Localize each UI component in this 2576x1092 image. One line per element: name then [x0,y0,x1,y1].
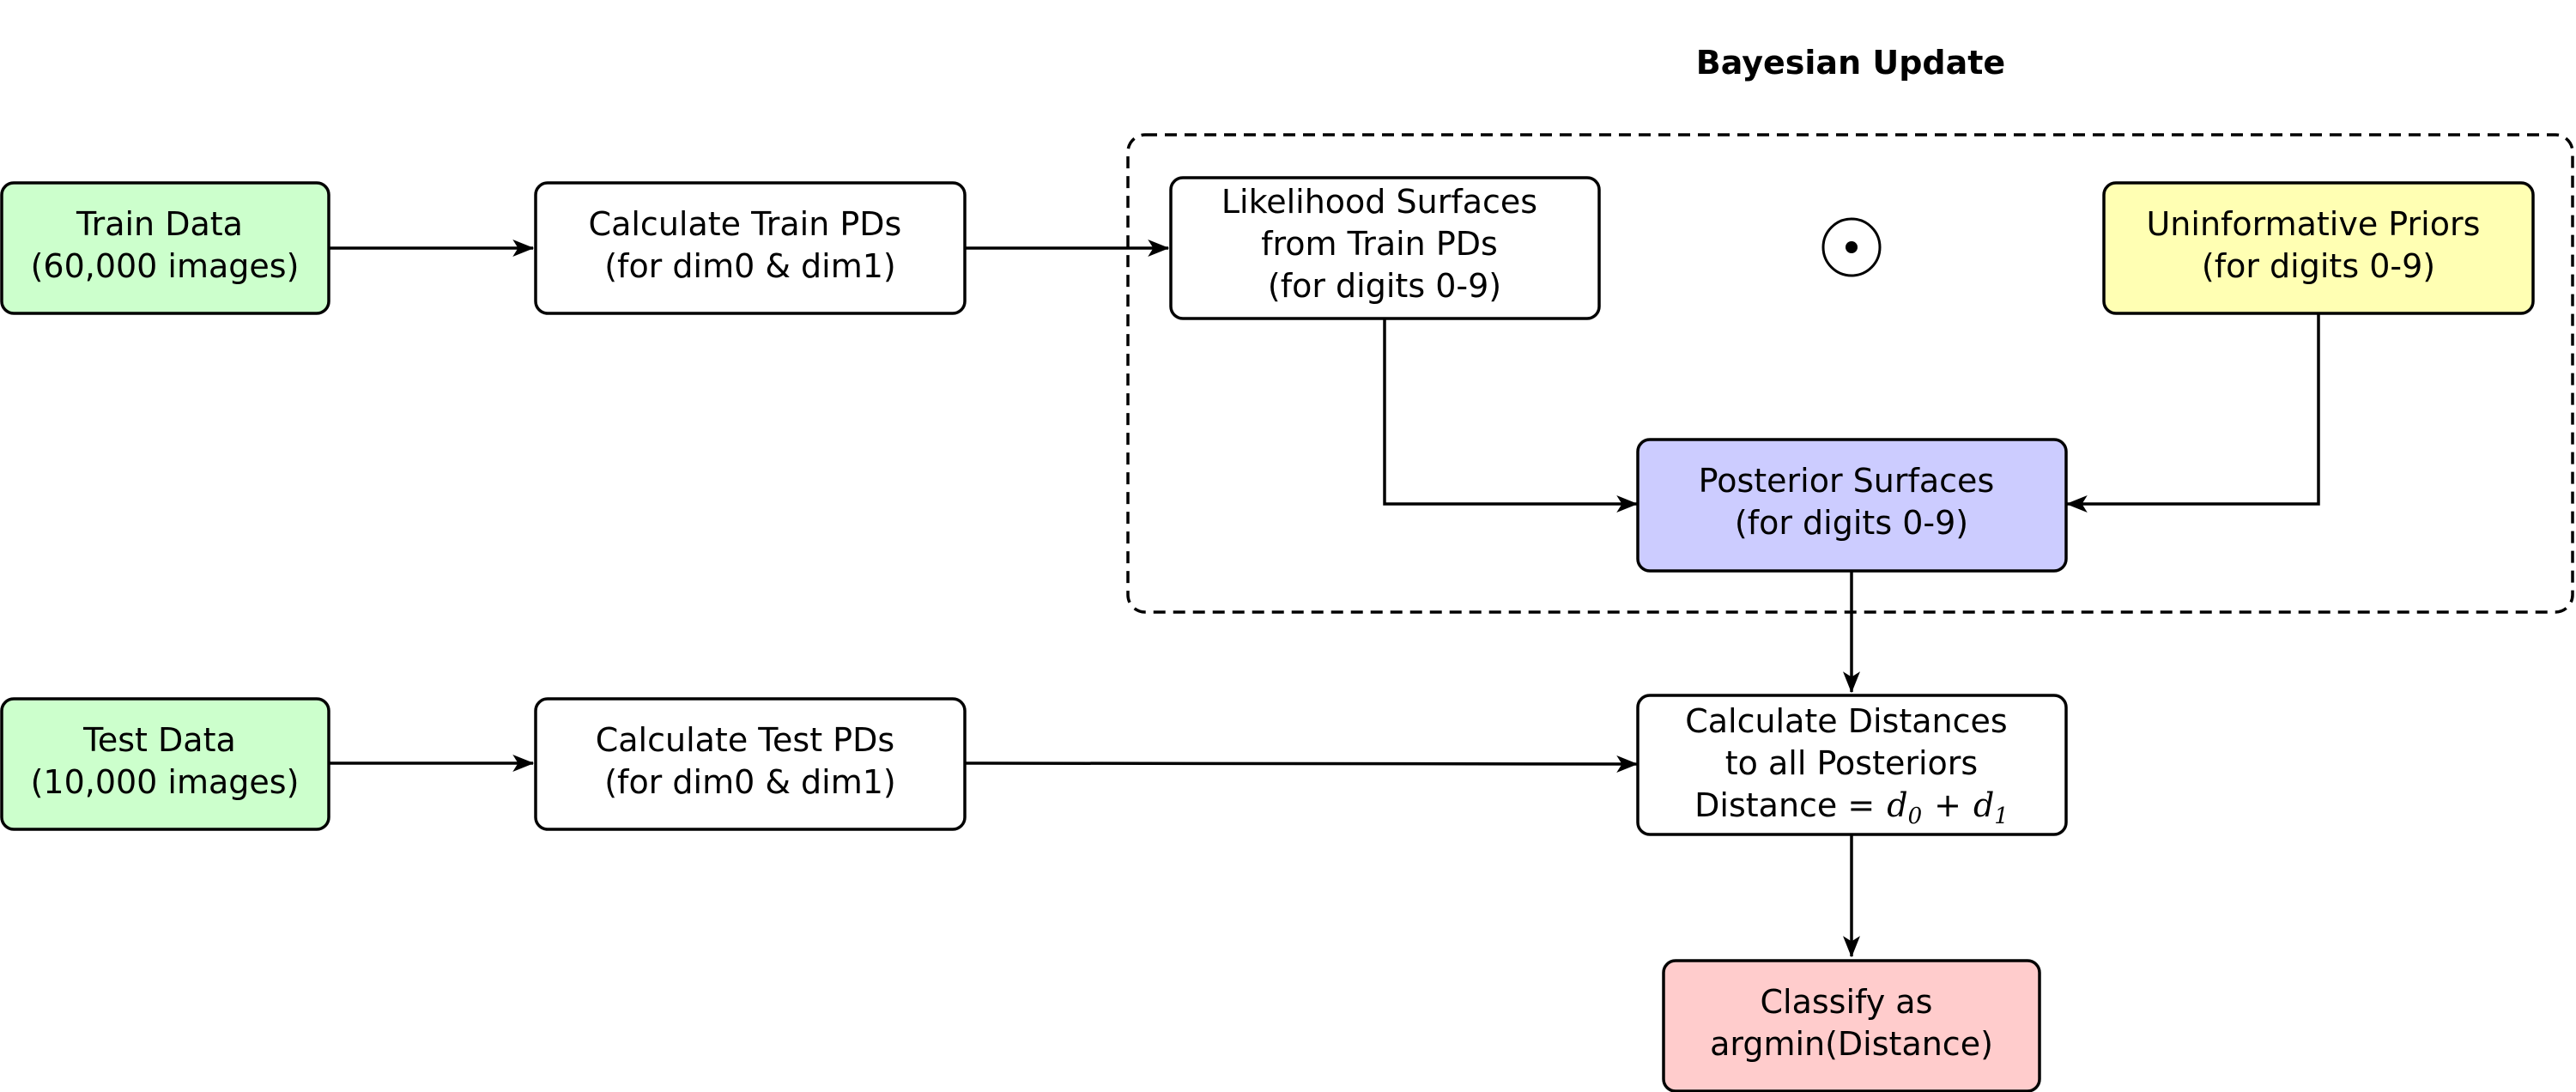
edge-likelihood-to-posterior [1383,318,1639,513]
node-calc-train-line1: Calculate Train PDs [589,205,902,243]
node-priors-line1: Uninformative Priors [2146,205,2480,243]
edges [329,240,2320,958]
svg-text:Test Data (10,000 images: Test Data (10,000 images) [31,721,300,801]
node-calc-test: Calculate Test PDs (for dim0 & dim1) [534,697,967,831]
formula-sub1: 1 [1994,804,2009,829]
operator-dot [1846,241,1858,253]
node-likelihood-box [1169,176,1601,320]
node-distances-box [1636,694,2068,836]
node-priors-box [2102,181,2535,315]
svg-text:Calculate Test PDs (for: Calculate Test PDs (for dim0 & dim1) [596,721,906,801]
node-calc-train-box [534,181,967,315]
formula-d1: d [1973,786,1994,824]
node-calc-test-box [534,697,967,831]
node-priors-line2: (for digits 0-9) [2202,247,2435,285]
node-likelihood-line1: Likelihood Surfaces [1221,183,1537,221]
node-calc-train-line2: (for dim0 & dim1) [604,247,896,285]
node-test-data-line1: Test Data [82,721,236,759]
distance-formula: Distance =d0+d1 [1694,786,2009,829]
node-calc-test-line2: (for dim0 & dim1) [604,763,896,801]
svg-text:Train Data (60,000 image: Train Data (60,000 images) [31,205,300,285]
node-distances-line2: to all Posteriors [1725,744,1978,782]
node-distances: Calculate Distances to all Posteriors Di… [1636,694,2068,836]
edge-priors-to-posterior [2065,313,2320,513]
node-classify-line2: argmin(Distance) [1710,1025,1993,1063]
node-posterior-box [1636,438,2068,573]
group-title: Bayesian Update [1696,44,2005,82]
node-train-data: Train Data (60,000 images) [0,181,330,315]
node-test-data-line2: (10,000 images) [31,763,300,801]
node-posterior: Posterior Surfaces (for digits 0-9) [1636,438,2068,573]
node-likelihood-line2: from Train PDs [1261,225,1498,263]
hadamard-operator [1821,217,1882,277]
formula-prefix: Distance [1694,786,1847,824]
node-train-data-box [0,181,330,315]
node-distances-line1: Calculate Distances [1685,702,2008,740]
node-calc-test-line1: Calculate Test PDs [596,721,894,759]
svg-text:Likelihood Surfaces from: Likelihood Surfaces from Train PDs (for … [1221,183,1548,305]
formula-equals: = [1847,786,1875,824]
node-train-data-line2: (60,000 images) [31,247,300,285]
node-classify: Classify as argmin(Distance) [1662,959,2041,1092]
svg-text:Posterior Surfaces (for: Posterior Surfaces (for digits 0-9) [1699,462,2005,542]
svg-text:Uninformative Priors (fo: Uninformative Priors (for digits 0-9) [2146,205,2490,285]
node-calc-train: Calculate Train PDs (for dim0 & dim1) [534,181,967,315]
formula-plus: + [1934,786,1961,824]
svg-text:Calculate Train PDs (for: Calculate Train PDs (for dim0 & dim1) [589,205,912,285]
node-test-data: Test Data (10,000 images) [0,697,330,831]
node-posterior-line2: (for digits 0-9) [1735,504,1968,542]
node-priors: Uninformative Priors (for digits 0-9) [2102,181,2535,315]
svg-text:Calculate Distances to a: Calculate Distances to all Posteriors [1685,702,2018,782]
node-test-data-box [0,697,330,831]
svg-text:Classify as argmin(Dista: Classify as argmin(Distance) [1710,983,1993,1063]
node-classify-box [1662,959,2041,1092]
formula-d0: d [1887,786,1907,824]
node-posterior-line1: Posterior Surfaces [1699,462,1995,500]
node-likelihood-line3: (for digits 0-9) [1268,267,1501,305]
formula-sub0: 0 [1908,804,1923,829]
edge-calc-test-to-distances [964,755,1639,773]
node-likelihood: Likelihood Surfaces from Train PDs (for … [1169,176,1601,320]
node-train-data-line1: Train Data [76,205,243,243]
node-classify-line1: Classify as [1761,983,1933,1021]
